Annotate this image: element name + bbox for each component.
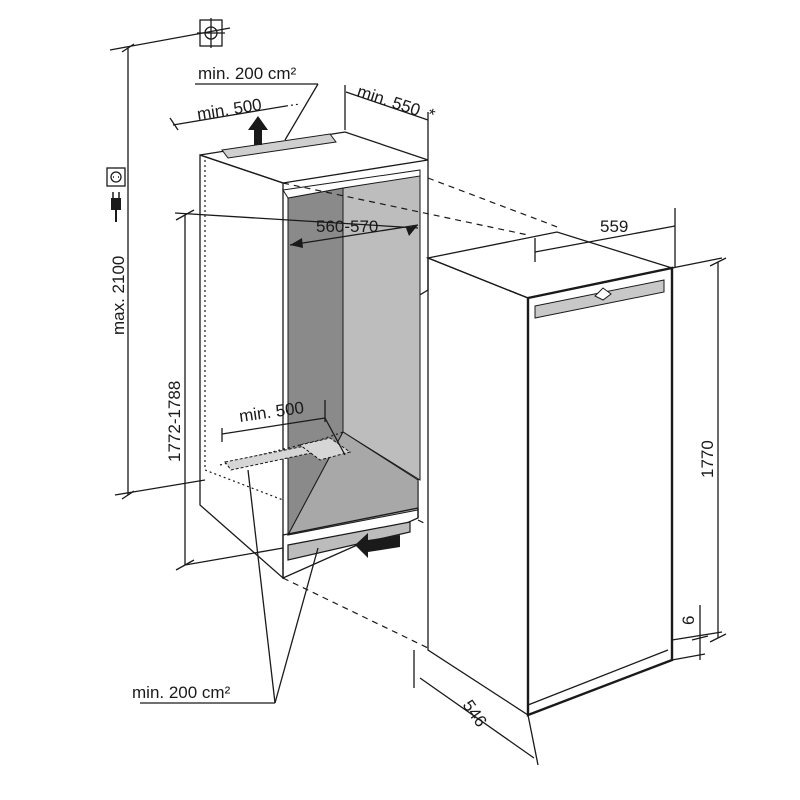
appliance: [425, 231, 675, 717]
label-niche-width: 560-570: [316, 217, 378, 236]
appliance-side: [427, 257, 529, 717]
dim-appliance-width: 559: [534, 208, 676, 268]
dim-appliance-height: 1770: [671, 257, 727, 643]
dim-max-height: max. 2100: [109, 27, 231, 500]
label-niche-height: 1772-1788: [165, 381, 184, 462]
label-appliance-height: 1770: [698, 440, 717, 478]
left-arrow-icon: [355, 533, 400, 558]
niche-interior-floor: [287, 431, 419, 536]
dim-top-vent: min. 200 cm²: [195, 64, 319, 141]
appliance-grille-notch: [594, 287, 612, 301]
dim-niche-height: 1772-1788: [165, 209, 284, 571]
dim-bottom-vent: min. 200 cm²: [132, 469, 319, 704]
label-gap: 6: [679, 616, 698, 625]
label-bottom-vent-area: min. 200 cm²: [132, 683, 231, 702]
top-vent-grille: [221, 133, 337, 159]
up-arrow-icon: [248, 116, 268, 145]
socket-icon: [106, 167, 126, 187]
bottom-vent-grille: [287, 521, 411, 561]
label-max-height: max. 2100: [109, 256, 128, 335]
bottom-front-vent: [298, 437, 352, 461]
power-socket: [106, 167, 126, 222]
airflow-arrows: [248, 116, 400, 558]
niche-plinth: [282, 507, 419, 580]
label-appliance-width: 559: [600, 217, 628, 236]
dim-top-depth: min. 500: [169, 95, 301, 131]
niche-hidden-edges: [204, 160, 284, 501]
appliance-top-grille: [534, 279, 665, 319]
label-appliance-depth: 546: [459, 696, 491, 730]
dim-niche-width: 560-570: [174, 212, 419, 248]
appliance-front: [526, 266, 674, 717]
dim-gap: 6: [671, 605, 709, 661]
appliance-plinth-edge: [527, 649, 669, 706]
plug-icon: [111, 192, 121, 222]
label-top-depth: min. 500: [196, 95, 263, 124]
projection-lines: [282, 177, 561, 649]
niche-interior-ceiling: [282, 169, 421, 199]
reference-symbol-icon: [197, 18, 225, 48]
label-top-vent-area: min. 200 cm²: [198, 64, 297, 83]
dim-appliance-depth: 546: [413, 650, 539, 766]
niche-cabinet: [199, 131, 429, 580]
